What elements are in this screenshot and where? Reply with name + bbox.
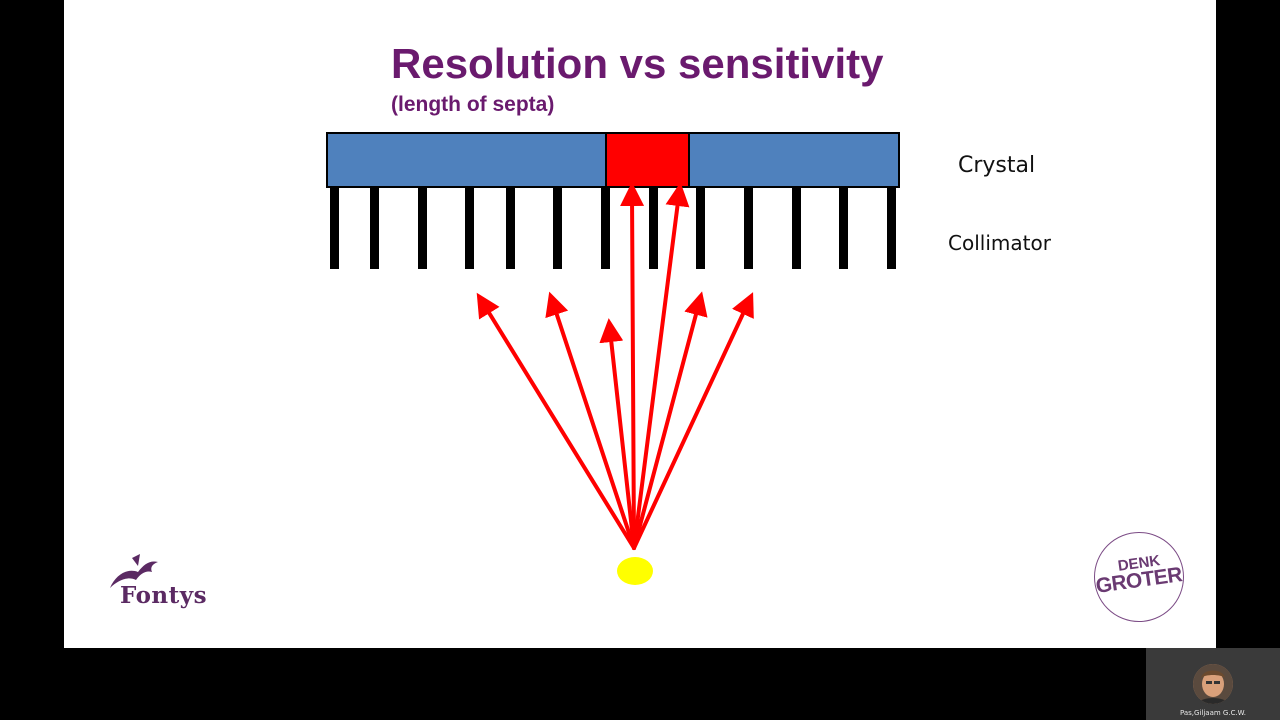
gamma-ray-arrow (632, 291, 708, 550)
participant-name: Pas,Giljaam G.C.W. (1179, 709, 1247, 717)
fontys-bird-icon (110, 554, 158, 588)
denk-groter-badge: DENK GROTER (1094, 532, 1184, 622)
slide-title: Resolution vs sensitivity (391, 40, 884, 87)
gamma-ray-arrow (620, 182, 645, 550)
fontys-logo-text: Fontys (120, 582, 208, 609)
radiation-source (617, 557, 653, 585)
fontys-logo: Fontys (106, 552, 218, 618)
septum (330, 187, 339, 269)
septum (553, 187, 562, 269)
crystal-label: Crystal (958, 153, 1036, 178)
septum (839, 187, 848, 269)
septum (418, 187, 427, 269)
septum (744, 187, 753, 269)
collimator-label: Collimator (948, 231, 1051, 255)
septum (601, 187, 610, 269)
collimator-diagram (326, 132, 900, 585)
gamma-ray-arrow (632, 182, 690, 550)
septum (370, 187, 379, 269)
septum (696, 187, 705, 269)
gamma-ray-arrow (599, 318, 636, 550)
gamma-ray-arrow (476, 292, 636, 550)
crystal-hit-segment (605, 132, 690, 188)
slide-subtitle: (length of septa) (391, 93, 555, 116)
collimator-septa (330, 187, 896, 269)
gamma-ray-arrow (545, 291, 636, 550)
septum (649, 187, 658, 269)
gamma-ray-arrows (476, 182, 754, 550)
participant-video-tile[interactable]: Pas,Giljaam G.C.W. (1146, 648, 1280, 720)
septum (792, 187, 801, 269)
septum (506, 187, 515, 269)
participant-avatar (1193, 664, 1233, 704)
septum (465, 187, 474, 269)
gamma-ray-arrow (632, 292, 754, 550)
slide: Resolution vs sensitivity (length of sep… (64, 0, 1216, 648)
septum (887, 187, 896, 269)
